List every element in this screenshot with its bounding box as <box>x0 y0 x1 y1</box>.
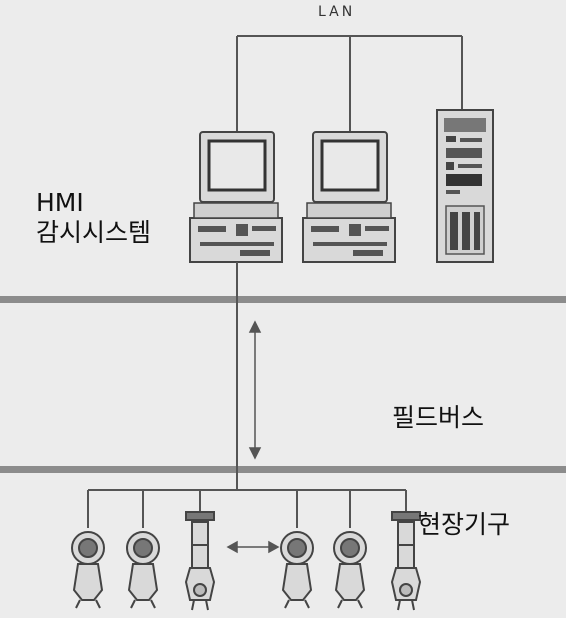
transmitter-icon <box>333 531 367 609</box>
lan-label: LAN <box>318 4 356 20</box>
valve-icon <box>184 511 216 611</box>
transmitter-icon <box>280 531 314 609</box>
hmi-network-band <box>0 296 566 303</box>
double-arrow-icon <box>248 320 262 460</box>
computer-icon <box>302 131 396 263</box>
lan-lines <box>236 35 463 132</box>
field-bus-lines <box>87 489 407 528</box>
computer-icon <box>189 131 283 263</box>
valve-icon <box>390 511 422 611</box>
fieldbus-band <box>0 466 566 473</box>
server-tower-icon <box>436 109 494 263</box>
double-arrow-icon <box>226 540 280 554</box>
fieldbus-label: 필드버스 <box>392 403 485 432</box>
field-devices-label: 현장기구 <box>418 510 511 539</box>
transmitter-icon <box>71 531 105 609</box>
transmitter-icon <box>126 531 160 609</box>
hmi-system-label: HMI 감시시스템 <box>36 188 151 248</box>
hmi-title: HMI <box>36 188 84 217</box>
hmi-subtitle: 감시시스템 <box>36 218 152 247</box>
